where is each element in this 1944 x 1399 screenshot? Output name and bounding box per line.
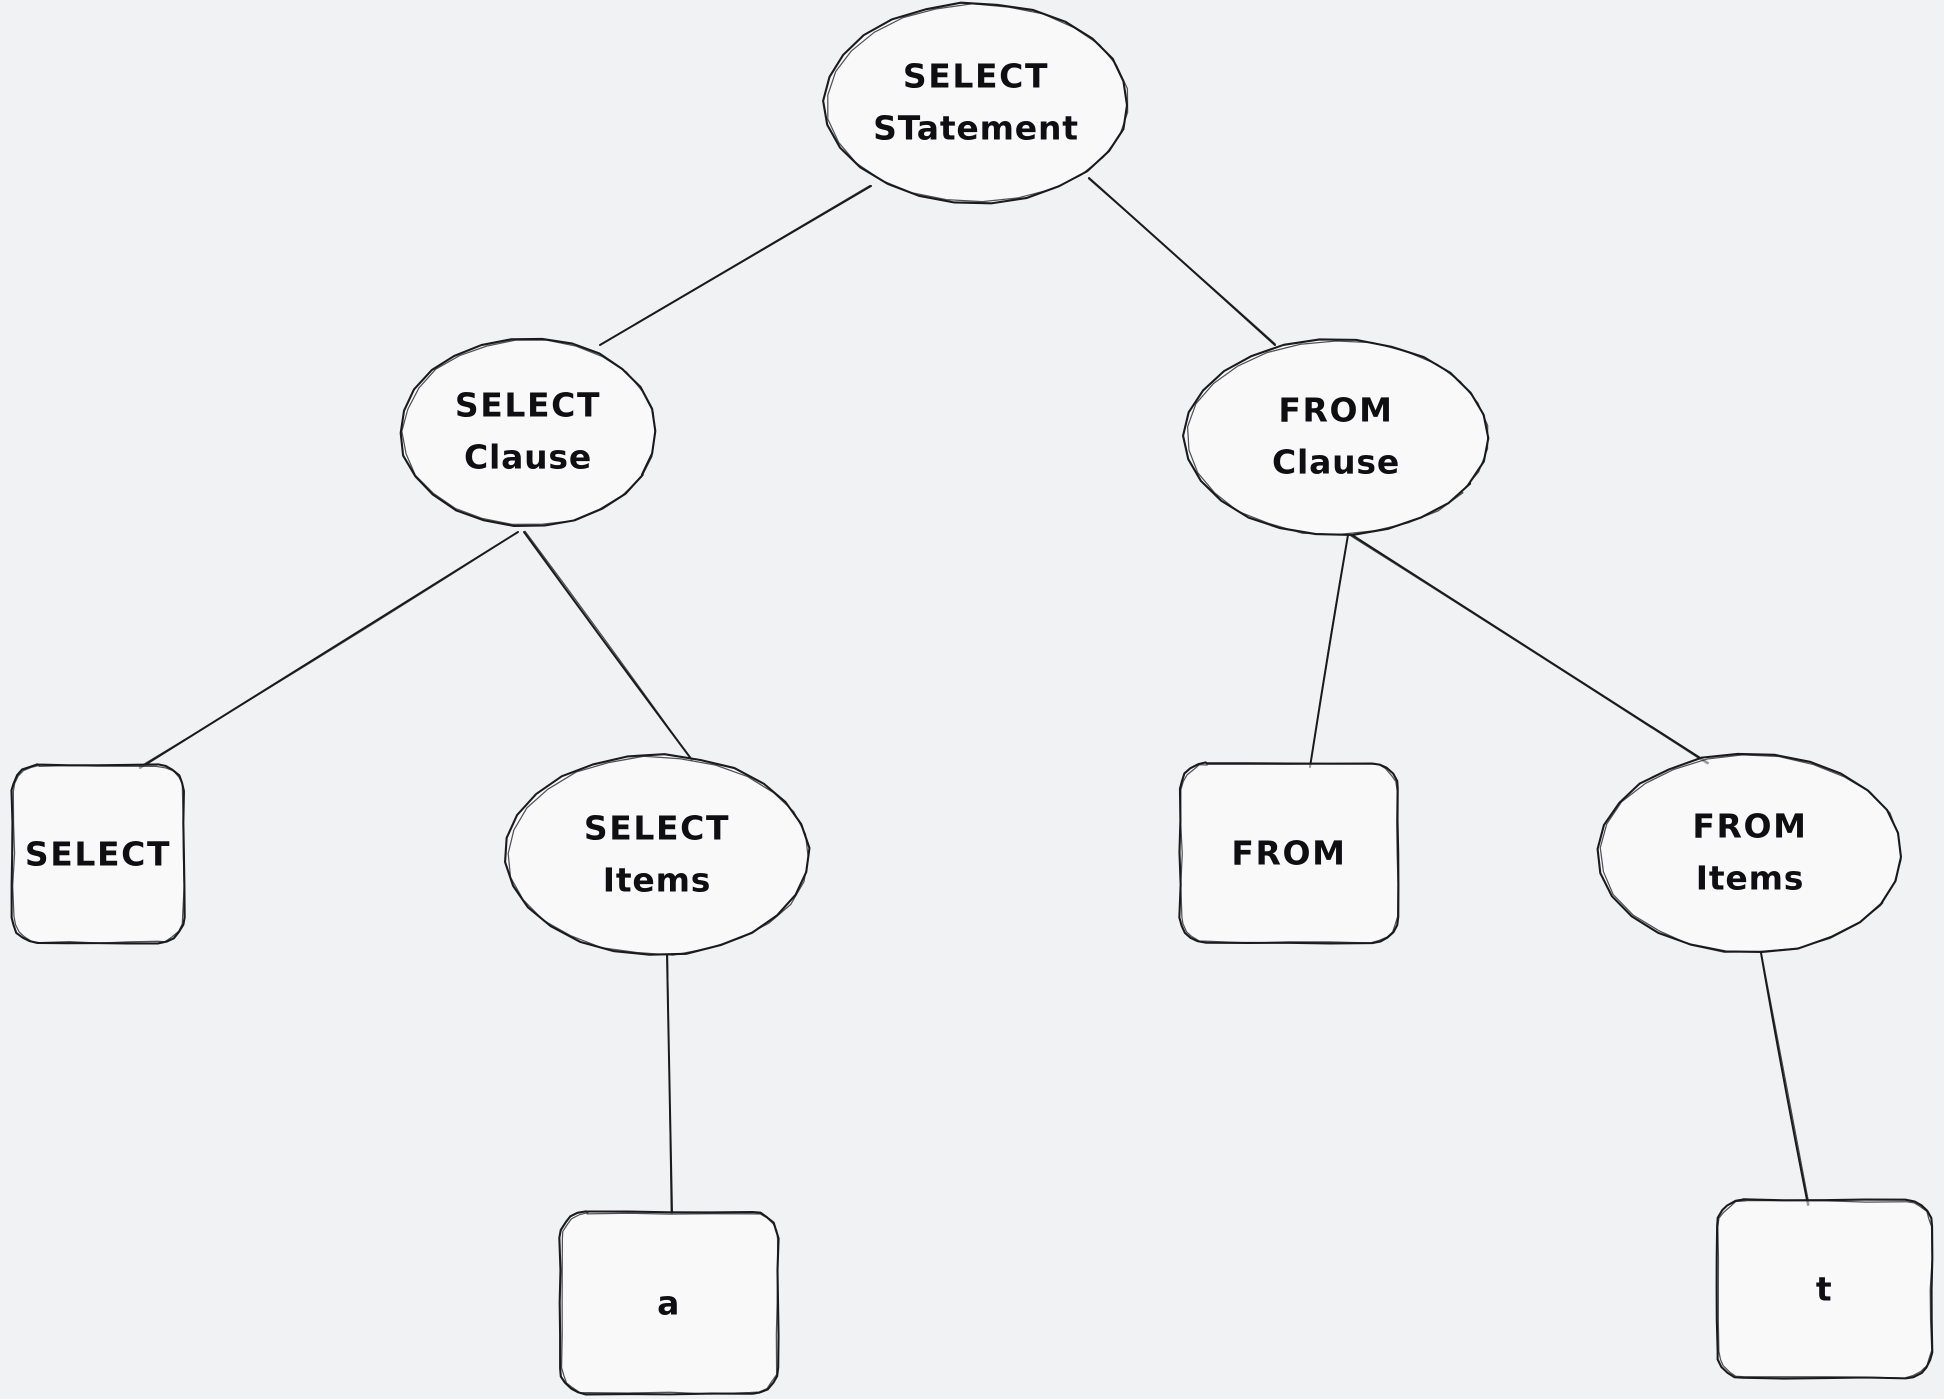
node-outline-sketch (507, 755, 809, 956)
tree-edge (523, 530, 693, 761)
tree-node-select-item-a[interactable]: a (558, 1210, 780, 1396)
tree-edge (1350, 534, 1709, 765)
node-label-line1: SELECT (455, 386, 601, 425)
node-outline-sketch (1717, 1199, 1933, 1379)
node-label-line2: Items (603, 861, 711, 900)
edge-stroke (666, 954, 673, 1214)
node-label-line2: Clause (1272, 443, 1400, 482)
node-label-line1: t (1816, 1270, 1833, 1309)
edge-stroke (523, 531, 693, 761)
tree-node-select-items[interactable]: SELECT Items (504, 753, 811, 956)
tree-edge (1309, 533, 1349, 768)
node-outline-sketch (827, 3, 1129, 203)
edge-stroke (1088, 177, 1276, 346)
tree-edge (666, 954, 673, 1214)
edge-stroke-sketch (1350, 535, 1708, 765)
node-outline-sketch (12, 764, 185, 944)
tree-node-from-item-t[interactable]: t (1715, 1198, 1934, 1380)
node-label-line1: FROM (1692, 807, 1807, 846)
tree-node-select-clause[interactable]: SELECT Clause (399, 337, 657, 527)
tree-node-select-terminal[interactable]: SELECT (10, 763, 186, 945)
node-outline-sketch (401, 339, 656, 525)
nodes-layer: SELECTSTatementSELECTClauseFROMClauseSEL… (10, 1, 1934, 1396)
edge-stroke (599, 185, 872, 346)
tree-edge (599, 184, 872, 346)
node-outline-sketch (560, 1211, 779, 1395)
node-label-line1: FROM (1231, 834, 1346, 873)
edge-stroke (139, 531, 519, 769)
node-outline-sketch (1180, 763, 1399, 944)
node-label-line1: a (657, 1284, 681, 1323)
node-label-line2: Clause (464, 438, 592, 477)
tree-node-from-terminal[interactable]: FROM (1178, 761, 1400, 945)
tree-edge (1760, 952, 1810, 1206)
tree-node-from-items[interactable]: FROM Items (1596, 752, 1903, 954)
edge-stroke (1760, 952, 1809, 1206)
edge-stroke (1351, 534, 1709, 764)
node-label-line1: FROM (1278, 391, 1393, 430)
node-outline-sketch (1186, 340, 1489, 536)
edges-layer (138, 177, 1810, 1214)
node-outline-sketch (1599, 754, 1902, 953)
node-label-line2: Items (1696, 859, 1804, 898)
tree-edge (1087, 177, 1276, 346)
tree-edge (138, 531, 519, 769)
node-label-line1: SELECT (25, 835, 171, 874)
tree-node-from-clause[interactable]: FROM Clause (1182, 338, 1490, 536)
tree-node-select-statement[interactable]: SELECT STatement (822, 1, 1129, 205)
node-outline (1178, 761, 1400, 945)
edge-stroke (1309, 534, 1349, 768)
node-label-line1: SELECT (903, 57, 1049, 96)
node-label-line1: SELECT (584, 809, 730, 848)
node-label-line2: STatement (873, 109, 1079, 148)
